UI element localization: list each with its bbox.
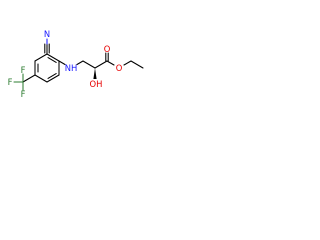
molecule-drawing: N F F F NH OH O	[8, 29, 144, 99]
nh-label: NH	[65, 63, 78, 73]
ring-bond-3	[46, 74, 60, 83]
f-top-label: F	[21, 65, 26, 75]
ch2-to-chiral-bond	[82, 60, 96, 69]
ring-bond-1	[46, 53, 60, 62]
carbonyl-o-label: O	[104, 44, 111, 54]
benzene-ring	[34, 53, 60, 83]
ring-double-1	[47, 57, 57, 63]
f-bottom-label: F	[21, 89, 26, 99]
ring-double-2	[47, 73, 57, 79]
structure-canvas: N F F F NH OH O	[0, 0, 152, 152]
chiral-to-carbonyl-bond	[94, 60, 108, 69]
ether-o-label: O	[116, 63, 123, 73]
side-chain: OH O O	[82, 44, 144, 89]
ring-to-nh-bond	[58, 60, 66, 66]
nitrile-n-label: N	[44, 29, 50, 39]
hydroxyl-label: OH	[90, 79, 103, 89]
amine-linker: NH	[58, 60, 84, 73]
f-left-label: F	[8, 77, 13, 87]
cf3-bond	[22, 74, 36, 83]
ring-bond-6	[34, 53, 48, 62]
carbonyl-to-ether-o-bond	[106, 60, 115, 66]
trifluoromethyl-group: F F F	[8, 65, 36, 99]
ring-bond-4	[34, 74, 48, 83]
chiral-wedge	[93, 68, 97, 79]
nitrile-group: N	[44, 29, 50, 55]
ethyl-bond	[130, 60, 144, 69]
nh-to-ch2-bond	[76, 60, 84, 66]
ether-o-to-ch2-bond	[123, 60, 132, 66]
